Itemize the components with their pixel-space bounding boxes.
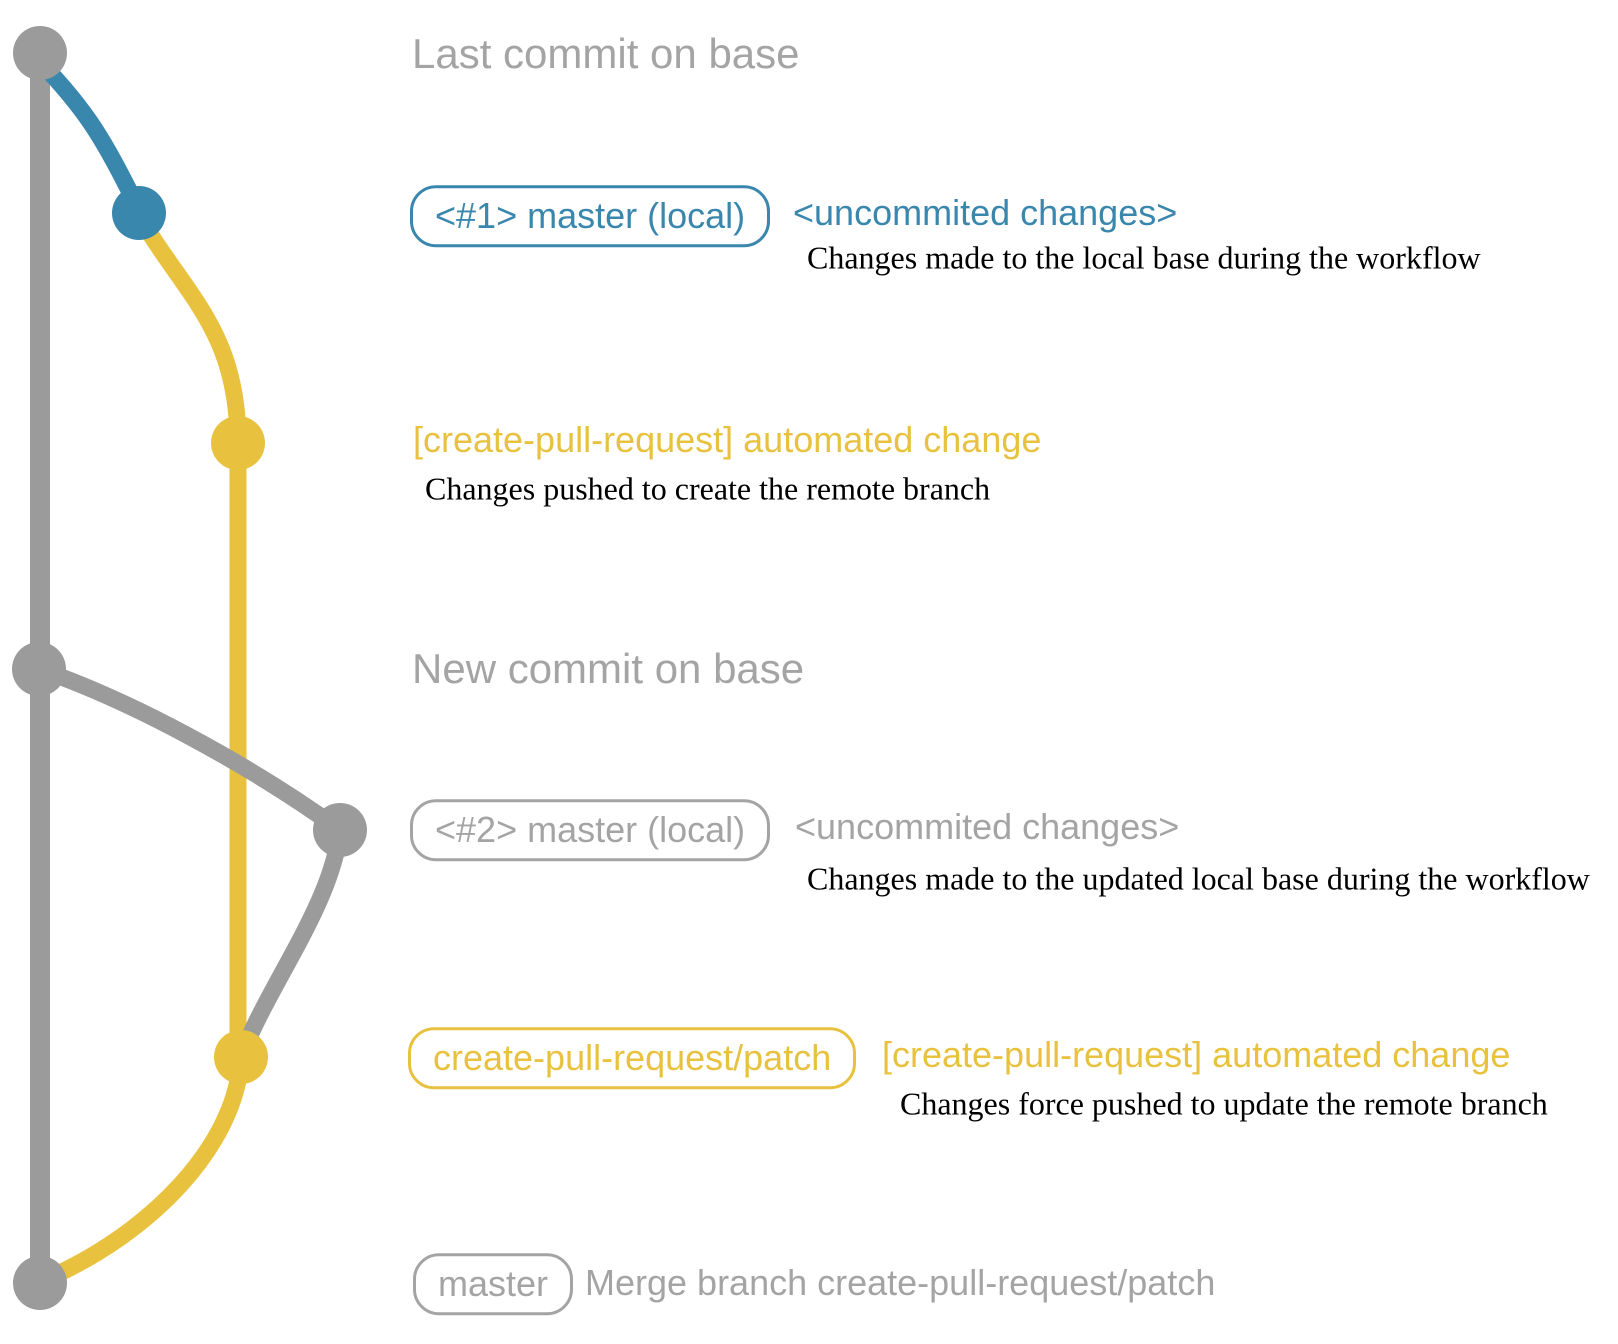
local-changes-curve-1 — [33, 55, 148, 219]
commit-dot-new-base — [12, 642, 66, 696]
local-changes-curve-2b — [232, 821, 349, 1066]
annotation-last-commit-on-base: Last commit on base — [412, 30, 800, 77]
branch-badge-master-local-2: <#2> master (local) — [410, 799, 771, 861]
merge-branch-curve — [33, 1048, 250, 1290]
commit-message-automated-2: [create-pull-request] automated change — [882, 1034, 1511, 1075]
branch-badge-create-pull-request-patch: create-pull-request/patch — [408, 1027, 857, 1089]
commit-message-merge: Merge branch create-pull-request/patch — [585, 1262, 1216, 1303]
commit-note-uncommited-2: Changes made to the updated local base d… — [807, 860, 1590, 897]
commit-dot-local-1 — [112, 186, 166, 240]
commit-dot-local-2 — [313, 803, 367, 857]
commit-note-automated-2: Changes force pushed to update the remot… — [900, 1085, 1548, 1122]
commit-message-uncommited-2: <uncommited changes> — [795, 806, 1180, 847]
commit-dot-remote-1 — [211, 416, 265, 470]
commit-dot-remote-2 — [214, 1030, 268, 1084]
commit-dot-merge — [13, 1256, 67, 1310]
commit-message-uncommited-1: <uncommited changes> — [793, 192, 1178, 233]
branch-badge-master-local-1: <#1> master (local) — [410, 185, 771, 247]
annotation-new-commit-on-base: New commit on base — [412, 645, 805, 692]
commit-dot-last-base — [13, 26, 67, 80]
local-changes-curve-2a — [30, 660, 349, 839]
commit-note-uncommited-1: Changes made to the local base during th… — [807, 239, 1481, 276]
commit-note-automated-1: Changes pushed to create the remote bran… — [425, 470, 991, 507]
commit-message-automated-1: [create-pull-request] automated change — [413, 419, 1042, 460]
create-pull-request-branch-line — [130, 207, 247, 1066]
branch-badge-master: master — [413, 1253, 574, 1315]
